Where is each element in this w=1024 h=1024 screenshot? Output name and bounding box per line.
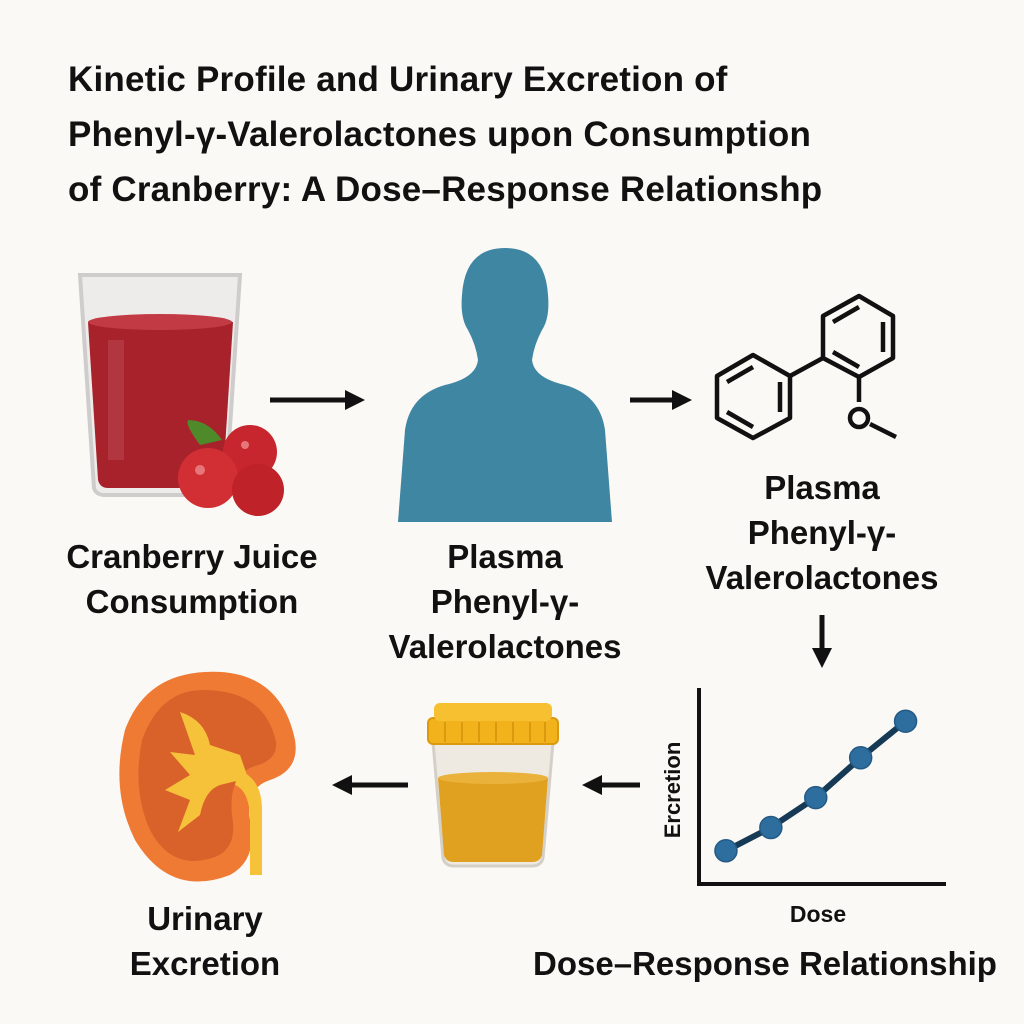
chart-x-label: Dose (790, 901, 846, 927)
diagram-title: Kinetic Profile and Urinary Excretion of… (68, 52, 988, 217)
label-line: Phenyl-γ- (747, 514, 897, 551)
cranberries-icon (178, 420, 284, 516)
kidney-icon (119, 671, 296, 882)
step-label-plasma-body: Plasma Phenyl-γ- Valerolactones (355, 534, 655, 669)
chart-data-point (804, 785, 828, 810)
chart-y-label: Ercretion (660, 742, 685, 839)
label-line: Phenyl-γ- (430, 583, 580, 620)
label-line: Valerolactones (388, 628, 622, 665)
chart-data-point (714, 839, 738, 863)
label-line: Consumption (85, 583, 299, 620)
step-label-juice: Cranberry Juice Consumption (42, 534, 342, 624)
human-body-icon (398, 248, 612, 522)
chart-axes (697, 688, 946, 886)
title-line: Phenyl-γ-Valerolactones upon Consumption (68, 115, 812, 154)
label-line: Urinary (147, 900, 263, 937)
label-line: Plasma (447, 538, 563, 575)
chart-data-point (848, 746, 873, 770)
label-line: Valerolactones (705, 559, 939, 596)
chart-data-point (893, 709, 918, 733)
label-line: Cranberry Juice (66, 538, 318, 575)
label-line: Plasma (764, 469, 880, 506)
title-line: of Cranberry: A Dose–Response Relationsh… (68, 170, 823, 209)
step-label-dose-response: Dose–Response Relationship (533, 945, 997, 982)
step-label-urinary: Urinary Excretion (55, 896, 355, 986)
step-label-plasma-molecule: Plasma Phenyl-γ- Valerolactones (672, 465, 972, 600)
phenyl-valerolactone-molecule-icon (714, 293, 898, 441)
urine-sample-cup-icon (427, 703, 559, 868)
dose-response-chart: Dose Ercretion (660, 688, 946, 927)
chart-data-point (759, 815, 783, 840)
title-line: Kinetic Profile and Urinary Excretion of (68, 60, 728, 99)
label-line: Excretion (129, 945, 281, 982)
